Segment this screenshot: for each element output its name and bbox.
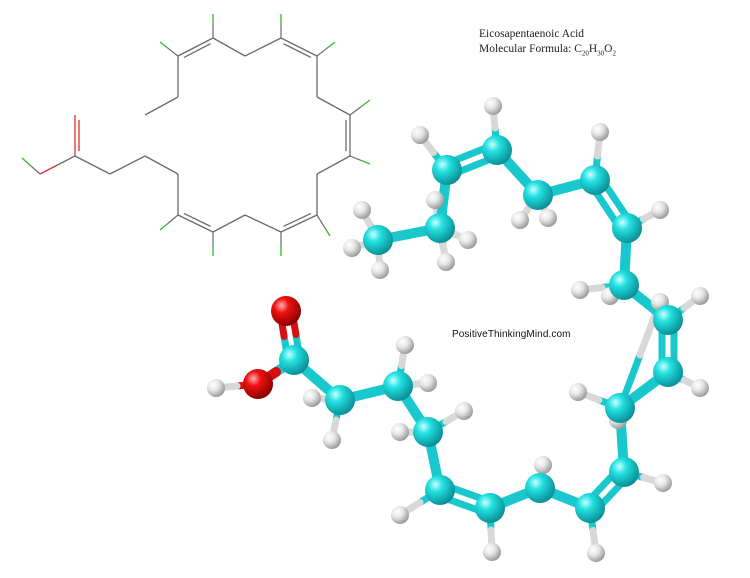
hydrogen-atom bbox=[391, 423, 409, 441]
skeletal-double-bond bbox=[283, 212, 312, 227]
skeletal-hydrogen-tick bbox=[159, 41, 169, 49]
skeletal-bond bbox=[144, 155, 179, 175]
hydrogen-atom bbox=[343, 239, 361, 257]
hydrogen-atom bbox=[459, 231, 477, 249]
carbon-atom bbox=[612, 213, 642, 243]
skeletal-h-bond bbox=[316, 47, 328, 57]
skeletal-bond bbox=[212, 37, 246, 57]
hydrogen-atom bbox=[591, 123, 609, 141]
hydrogen-atom bbox=[511, 211, 529, 229]
formula-label: Molecular Formula: bbox=[479, 43, 572, 55]
hydrogen-atom bbox=[483, 543, 501, 561]
hydrogen-atom bbox=[484, 97, 502, 115]
hydrogen-atom bbox=[303, 389, 321, 407]
hydrogen-atom bbox=[691, 379, 709, 397]
skeletal-bond bbox=[144, 96, 179, 116]
skeletal-bond bbox=[212, 214, 246, 233]
skeletal-hydrogen-tick bbox=[21, 157, 31, 166]
hydrogen-atom bbox=[391, 506, 409, 524]
hydrogen-atom bbox=[534, 456, 552, 474]
carbon-atom bbox=[580, 165, 610, 195]
molecular-formula: Molecular Formula: C20H30O2 bbox=[479, 42, 616, 61]
formula-element-c: C bbox=[574, 43, 582, 55]
skeletal-bond bbox=[39, 164, 58, 175]
skeletal-double-bond bbox=[283, 43, 312, 58]
ball-stick-group bbox=[207, 97, 709, 562]
oxygen-atom bbox=[243, 369, 273, 399]
skeletal-double-bond bbox=[183, 212, 211, 227]
skeletal-hydrogen-tick bbox=[323, 226, 331, 237]
skeletal-bond bbox=[177, 214, 214, 233]
carbon-atom bbox=[482, 135, 512, 165]
hydrogen-atom bbox=[571, 281, 589, 299]
carbon-atom bbox=[432, 155, 462, 185]
hydrogen-atom bbox=[411, 126, 429, 144]
skeletal-hydrogen-tick bbox=[326, 41, 336, 49]
skeletal-h-bond bbox=[349, 155, 362, 161]
hydrogen-atom bbox=[587, 544, 605, 562]
oxygen-atom bbox=[271, 296, 301, 326]
formula-count-h: 30 bbox=[597, 49, 605, 58]
carbon-atom bbox=[609, 457, 639, 487]
formula-element-h: H bbox=[588, 43, 598, 55]
skeletal-bond bbox=[57, 155, 76, 166]
carbon-atom bbox=[523, 180, 553, 210]
hydrogen-atom bbox=[569, 383, 587, 401]
hydrogen-atom bbox=[455, 402, 473, 420]
skeletal-h-bond bbox=[349, 106, 362, 116]
skeletal-bond bbox=[316, 155, 351, 175]
carbon-atom bbox=[525, 473, 555, 503]
carbon-atom bbox=[605, 393, 635, 423]
compound-name: Eicosapentaenoic Acid bbox=[479, 28, 585, 40]
hydrogen-atom bbox=[437, 253, 455, 271]
formula-count-c: 20 bbox=[581, 49, 589, 58]
carbon-atom bbox=[425, 213, 455, 243]
hydrogen-atom bbox=[419, 374, 437, 392]
carbon-atom bbox=[325, 385, 355, 415]
hydrogen-atom bbox=[353, 201, 371, 219]
carbon-atom bbox=[425, 475, 455, 505]
skeletal-h-bond bbox=[29, 164, 41, 175]
hydrogen-atom bbox=[651, 201, 669, 219]
skeletal-hydrogen-tick bbox=[360, 159, 371, 165]
hydrogen-atom bbox=[207, 379, 225, 397]
skeletal-bond bbox=[109, 155, 146, 175]
skeletal-h-bond bbox=[316, 214, 325, 227]
skeletal-bond bbox=[280, 214, 318, 233]
skeletal-hydrogen-tick bbox=[360, 99, 371, 108]
carbon-atom bbox=[279, 345, 309, 375]
skeletal-h-bond bbox=[167, 214, 179, 224]
formula-element-o: O bbox=[604, 43, 613, 55]
hydrogen-atom bbox=[691, 287, 709, 305]
skeletal-bond bbox=[177, 37, 214, 57]
carbon-atom bbox=[653, 305, 683, 335]
skeletal-h-bond bbox=[167, 47, 179, 57]
hydrogen-atom bbox=[396, 336, 414, 354]
carbon-atom bbox=[413, 417, 443, 447]
skeletal-bond bbox=[244, 37, 282, 57]
hydrogen-atom bbox=[654, 474, 672, 492]
carbon-atom bbox=[609, 270, 639, 300]
carbon-atom bbox=[475, 493, 505, 523]
carbon-atom bbox=[653, 357, 683, 387]
compound-title-block: Eicosapentaenoic Acid Molecular Formula:… bbox=[479, 27, 616, 61]
hydrogen-atom bbox=[371, 261, 389, 279]
formula-count-o: 2 bbox=[612, 49, 616, 58]
hydrogen-atom bbox=[426, 191, 444, 209]
hydrogen-atom bbox=[539, 209, 557, 227]
carbon-atom bbox=[575, 493, 605, 523]
skeletal-double-bond bbox=[183, 43, 211, 58]
carbon-atom bbox=[383, 371, 413, 401]
skeletal-bond bbox=[244, 214, 282, 233]
hydrogen-atom bbox=[323, 431, 341, 449]
skeletal-bond bbox=[74, 155, 111, 175]
skeletal-bond bbox=[280, 37, 318, 57]
skeletal-hydrogen-tick bbox=[159, 222, 169, 231]
watermark-text: PositiveThinkingMind.com bbox=[452, 329, 571, 340]
carbon-atom bbox=[363, 225, 393, 255]
skeletal-bond bbox=[316, 96, 351, 116]
